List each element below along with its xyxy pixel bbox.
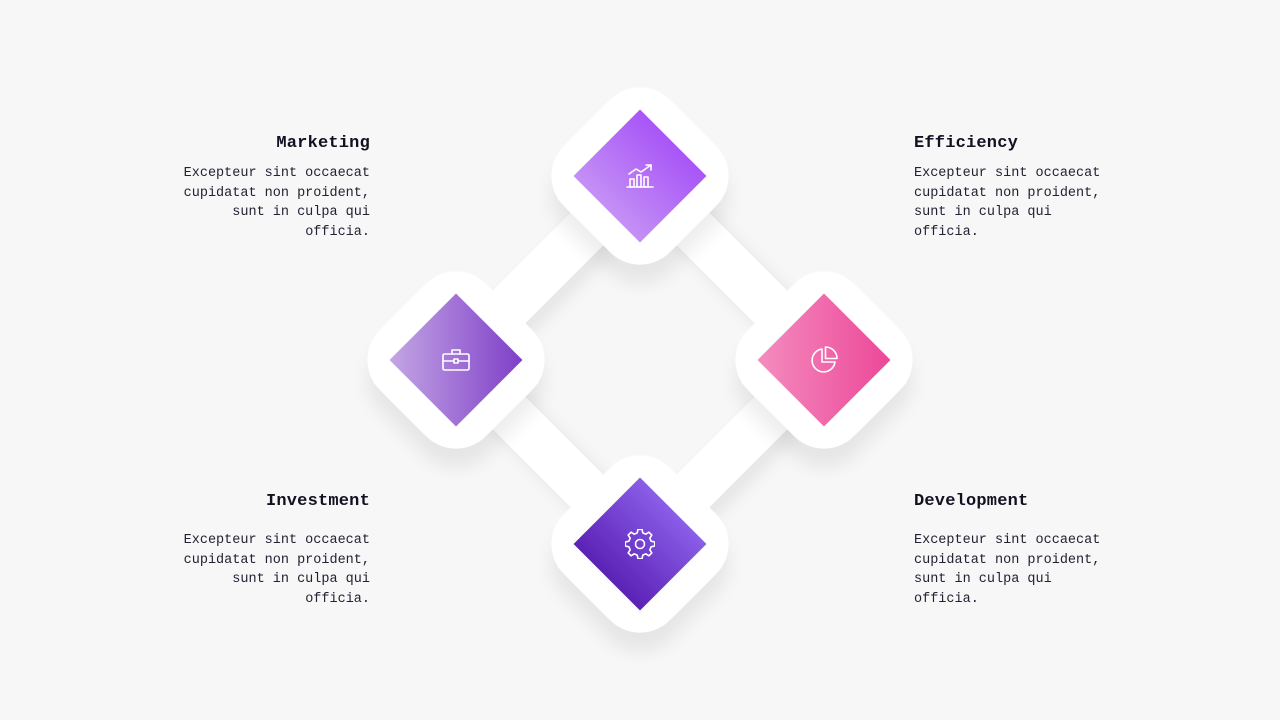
label-title: Development — [914, 492, 1029, 511]
label-body: Excepteur sint occaecat cupidatat non pr… — [914, 533, 1101, 607]
label-body: Excepteur sint occaecat cupidatat non pr… — [914, 166, 1101, 240]
gem-bottom — [573, 477, 707, 611]
label-title: Marketing — [276, 134, 370, 153]
gem-top — [573, 109, 707, 243]
label-development: Development Excepteur sint occaecat cupi… — [914, 492, 1114, 609]
label-investment: Investment Excepteur sint occaecat cupid… — [170, 492, 370, 609]
label-title: Efficiency — [914, 134, 1019, 153]
label-body: Excepteur sint occaecat cupidatat non pr… — [183, 533, 370, 607]
gem-left — [389, 293, 523, 427]
label-title: Investment — [265, 492, 370, 511]
label-efficiency: Efficiency Excepteur sint occaecat cupid… — [914, 134, 1114, 242]
gem-right — [757, 293, 891, 427]
label-body: Excepteur sint occaecat cupidatat non pr… — [183, 166, 370, 240]
label-marketing: Marketing Excepteur sint occaecat cupida… — [170, 134, 370, 242]
